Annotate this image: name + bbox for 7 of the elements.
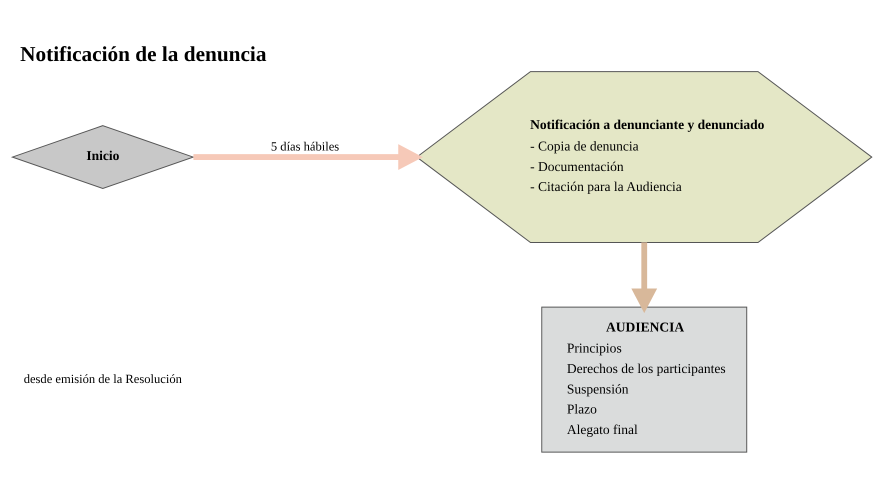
node-diamond: Inicio: [10, 125, 195, 189]
edge-label: 5 días hábiles: [270, 140, 340, 154]
arrow: [631, 242, 658, 314]
arrow: [193, 144, 423, 170]
label: desde emisión de la Resolución: [24, 372, 182, 386]
node-box: AUDIENCIA Principios Derechos de los participantes Suspensión Plazo Alegato final: [541, 306, 748, 453]
diagram-title: Notificación de la denuncia: [20, 42, 266, 66]
